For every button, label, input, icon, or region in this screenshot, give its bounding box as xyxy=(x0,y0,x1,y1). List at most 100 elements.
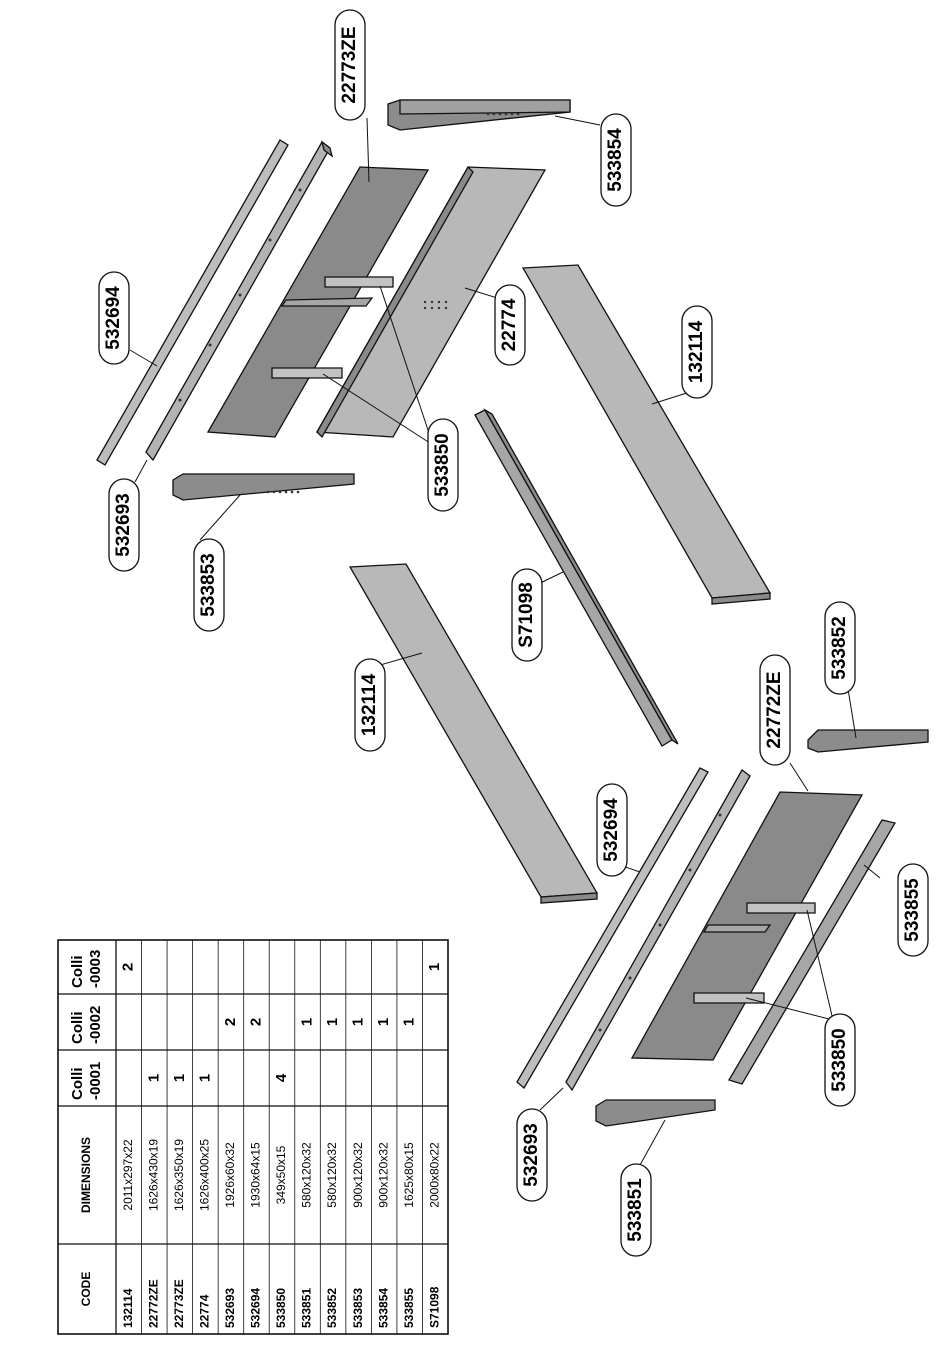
table-cell-quantity: 2 xyxy=(120,963,137,971)
table-cell-dimensions: 900x120x32 xyxy=(376,1142,390,1208)
svg-text:22773ZE: 22773ZE xyxy=(339,26,360,103)
table-cell-quantity: 2 xyxy=(247,1018,264,1026)
part-22772ZE xyxy=(630,791,864,1061)
part-533850-bottom-b xyxy=(693,992,765,1004)
table-cell-code: 532694 xyxy=(249,1288,263,1328)
svg-text:533855: 533855 xyxy=(902,878,923,942)
callout-533854: 533854 xyxy=(600,113,632,207)
table-cell-dimensions: 1626x400x25 xyxy=(198,1139,212,1211)
part-132114-left xyxy=(348,563,599,904)
part-533852 xyxy=(807,729,929,753)
part-533850-top-b xyxy=(271,367,343,379)
callout-533852: 533852 xyxy=(824,601,856,695)
callout-22772ZE-bottom: 22772ZE xyxy=(759,654,791,766)
part-533851 xyxy=(595,1099,716,1127)
callout-132114-right: 132114 xyxy=(681,305,713,399)
table-cell-dimensions: 580x120x32 xyxy=(325,1142,339,1208)
svg-text:533850: 533850 xyxy=(432,433,453,496)
callout-532694-bottom: 532694 xyxy=(596,783,628,877)
svg-text:22772ZE: 22772ZE xyxy=(764,671,785,748)
table-cell-code: 532693 xyxy=(223,1288,237,1328)
callout-532694-top: 532694 xyxy=(98,271,130,365)
part-533855 xyxy=(728,819,897,1085)
table-cell-quantity: 1 xyxy=(350,1018,367,1026)
svg-text:S71098: S71098 xyxy=(516,582,537,648)
table-header: DIMENSIONS xyxy=(79,1137,93,1213)
table-cell-dimensions: 1930x64x15 xyxy=(249,1142,263,1208)
table-cell-quantity: 1 xyxy=(426,963,443,971)
table-cell-quantity: 1 xyxy=(299,1018,316,1026)
callout-S71098: S71098 xyxy=(511,568,543,662)
part-132114-right xyxy=(521,264,772,605)
svg-text:533850: 533850 xyxy=(829,1028,850,1091)
table-cell-quantity: 4 xyxy=(273,1073,290,1082)
svg-text:533851: 533851 xyxy=(625,1178,646,1242)
table-cell-code: 533854 xyxy=(376,1288,390,1328)
table-cell-code: 533850 xyxy=(274,1288,288,1328)
table-cell-quantity: 1 xyxy=(401,1018,418,1026)
table-cell-dimensions: 2000x80x22 xyxy=(427,1142,441,1208)
table-cell-quantity: 1 xyxy=(375,1018,392,1026)
part-532694-bottom xyxy=(516,767,709,1090)
callout-532693-bottom: 532693 xyxy=(516,1108,548,1202)
parts-table: CODEDIMENSIONSColli-0001Colli-0002Colli-… xyxy=(57,939,449,1335)
table-cell-code: 533851 xyxy=(300,1288,314,1328)
table-cell-code: 533855 xyxy=(402,1288,416,1328)
callout-533850-top: 533850 xyxy=(427,418,459,512)
svg-text:22774: 22774 xyxy=(499,298,520,351)
table-header: Colli xyxy=(69,1012,86,1045)
part-533850-top-a xyxy=(324,276,394,288)
table-cell-code: S71098 xyxy=(427,1286,441,1328)
table-cell-code: 132114 xyxy=(121,1288,135,1328)
callout-533850-bottom: 533850 xyxy=(824,1013,856,1107)
table-header: Colli xyxy=(69,1068,86,1101)
table-cell-quantity: 1 xyxy=(196,1074,213,1082)
callout-533855: 533855 xyxy=(897,863,929,957)
callout-532693-top: 532693 xyxy=(108,478,140,572)
table-cell-dimensions: 900x120x32 xyxy=(351,1142,365,1208)
part-22774 xyxy=(315,165,547,439)
table-cell-dimensions: 1626x350x19 xyxy=(172,1139,186,1211)
part-532693-bottom xyxy=(565,769,751,1092)
table-cell-quantity: 1 xyxy=(324,1018,341,1026)
table-cell-code: 533852 xyxy=(325,1288,339,1328)
svg-text:533854: 533854 xyxy=(605,128,626,192)
table-header: -0003 xyxy=(87,950,104,988)
callout-132114-left: 132114 xyxy=(354,658,386,752)
svg-text:533853: 533853 xyxy=(198,553,219,616)
part-22773ZE xyxy=(206,166,430,438)
table-header: -0001 xyxy=(87,1062,104,1100)
callout-22774: 22774 xyxy=(494,284,526,366)
table-cell-dimensions: 349x50x15 xyxy=(274,1145,288,1204)
callout-533853: 533853 xyxy=(193,538,225,632)
svg-text:532694: 532694 xyxy=(601,798,622,862)
part-533854 xyxy=(387,99,571,131)
part-532693-top xyxy=(145,140,334,462)
table-header: -0002 xyxy=(87,1006,104,1044)
part-533850-bottom-a xyxy=(746,902,816,914)
svg-text:532693: 532693 xyxy=(113,493,134,556)
part-532694-top xyxy=(96,139,289,466)
table-border xyxy=(57,939,449,1335)
table-cell-code: 22772ZE xyxy=(146,1279,160,1328)
part-S71098 xyxy=(474,408,679,747)
table-cell-quantity: 2 xyxy=(222,1018,239,1026)
callout-533851: 533851 xyxy=(620,1163,652,1257)
table-cell-dimensions: 1926x60x32 xyxy=(223,1142,237,1208)
table-cell-dimensions: 580x120x32 xyxy=(300,1142,314,1208)
svg-text:533852: 533852 xyxy=(829,616,850,679)
svg-text:532694: 532694 xyxy=(103,286,124,350)
table-cell-code: 533853 xyxy=(351,1288,365,1328)
table-cell-quantity: 1 xyxy=(145,1074,162,1082)
svg-text:532693: 532693 xyxy=(521,1123,542,1186)
svg-text:132114: 132114 xyxy=(359,673,380,736)
table-cell-dimensions: 2011x297x22 xyxy=(121,1139,135,1211)
table-header: Colli xyxy=(69,956,86,989)
table-cell-code: 22774 xyxy=(198,1294,212,1328)
callout-22773ZE-top: 22773ZE xyxy=(334,9,366,121)
part-533853 xyxy=(172,473,355,501)
table-header: CODE xyxy=(79,1272,93,1307)
table-cell-dimensions: 1625x80x15 xyxy=(402,1142,416,1208)
table-cell-code: 22773ZE xyxy=(172,1279,186,1328)
